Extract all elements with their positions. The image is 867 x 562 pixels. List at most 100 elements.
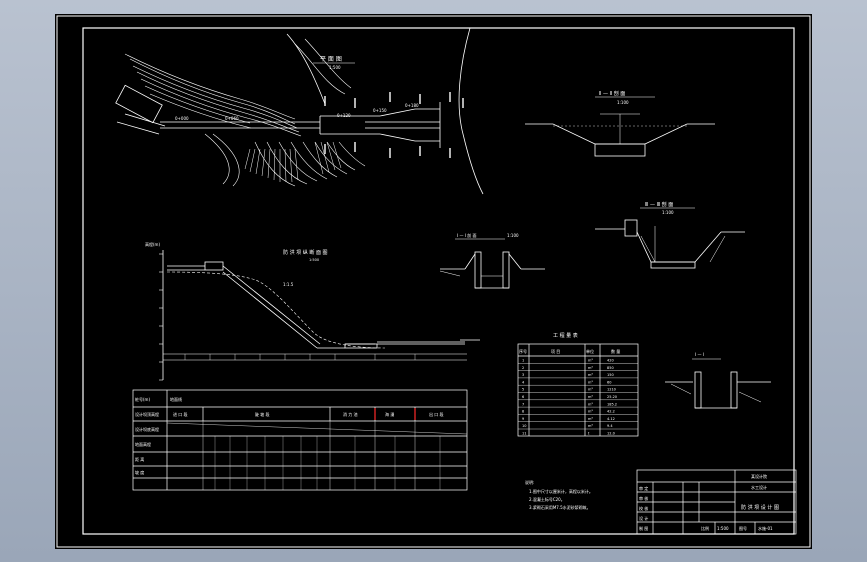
title-block-sheet-label: 图号 bbox=[739, 525, 747, 531]
profile-elev-axis-label: 高程(m) bbox=[145, 241, 160, 247]
plan-view: 0+120 0+150 0+180 0+000 0+060 平 面 图 1:500 bbox=[115, 27, 484, 195]
qt-header-qty: 数 量 bbox=[611, 348, 620, 354]
section-i-small bbox=[665, 358, 771, 409]
title-block-org-2: 水工设计 bbox=[751, 484, 767, 490]
profile-row-1: 桩号(m) bbox=[135, 396, 150, 402]
notes: 说明: 1.图中尺寸以厘米计，高程以米计。 2.混凝土标号C20。 3.浆砌石采… bbox=[525, 479, 593, 510]
qt-header-unit: 单位 bbox=[586, 348, 594, 354]
qt-row-value: 1210 bbox=[607, 388, 616, 392]
qt-row-no: 11 bbox=[522, 432, 526, 436]
plan-view-scale: 1:500 bbox=[329, 65, 341, 70]
segment-3: 消 力 池 bbox=[343, 411, 358, 417]
title-block-scale-label: 比例 bbox=[701, 525, 709, 531]
section-iii-scale: 1:100 bbox=[662, 210, 674, 215]
title-block-row-5: 制 图 bbox=[639, 525, 648, 531]
drawing-sheet[interactable]: 0+120 0+150 0+180 0+000 0+060 平 面 图 1:500 bbox=[55, 14, 812, 549]
title-block-row-4: 设 计 bbox=[639, 515, 648, 521]
profile-row-4: 地面高程 bbox=[135, 441, 151, 447]
segment-5: 出 口 段 bbox=[429, 411, 444, 417]
inner-frame bbox=[82, 27, 795, 535]
title-block-row-1: 审 定 bbox=[639, 485, 648, 491]
title-block-scale-value: 1:500 bbox=[717, 526, 729, 531]
profile-scale: 1:500 bbox=[309, 258, 319, 262]
qt-row-unit: m³ bbox=[588, 388, 593, 392]
qt-row-no: 10 bbox=[522, 424, 526, 428]
title-block-sheet-value: 水施-01 bbox=[758, 525, 773, 531]
profile-table bbox=[132, 389, 468, 491]
section-i-title: Ⅰ — Ⅰ 剖 面 bbox=[457, 232, 476, 238]
qt-row-value: 60 bbox=[607, 380, 611, 384]
notes-line-1: 1.图中尺寸以厘米计，高程以米计。 bbox=[529, 488, 593, 494]
section-ii-scale: 1:100 bbox=[617, 100, 629, 105]
qt-row-unit: m³ bbox=[588, 410, 593, 414]
qt-row-value: 12.0 bbox=[607, 432, 615, 436]
qt-row-no: 2 bbox=[522, 366, 524, 370]
quantity-table-rows: 1 m³ 420 2 m³ 850 3 m³ 150 4 m³ 60 5 m³ 1210 6 m³ 25.20 7 m… bbox=[522, 359, 617, 436]
svg-text:0+120: 0+120 bbox=[337, 113, 351, 118]
qt-row-unit: t bbox=[588, 432, 590, 436]
qt-row-unit: m³ bbox=[588, 366, 593, 370]
profile-row-5: 距 离 bbox=[135, 456, 144, 462]
outer-frame bbox=[56, 15, 811, 548]
qt-row-no: 7 bbox=[522, 402, 524, 406]
svg-text:0+180: 0+180 bbox=[405, 103, 419, 108]
qt-row-value: 25.20 bbox=[607, 395, 617, 399]
notes-title: 说明: bbox=[525, 479, 534, 485]
qt-row-unit: m³ bbox=[588, 417, 593, 421]
profile-row-2: 设计坝顶高程 bbox=[135, 411, 159, 417]
section-i-small-title: Ⅰ — Ⅰ bbox=[695, 352, 704, 357]
qt-row-unit: m³ bbox=[588, 402, 593, 406]
qt-row-value: 185.2 bbox=[607, 402, 617, 406]
qt-row-no: 8 bbox=[522, 410, 524, 414]
qt-row-no: 9 bbox=[522, 417, 524, 421]
qt-row-no: 3 bbox=[522, 373, 524, 377]
qt-row-value: 4.12 bbox=[607, 417, 615, 421]
title-block-drawing-title: 防 洪 坝 设 计 图 bbox=[741, 504, 779, 511]
profile-header-top: 地面线 bbox=[170, 396, 182, 402]
title-block-row-3: 校 核 bbox=[639, 505, 648, 511]
section-ii bbox=[525, 96, 715, 157]
qt-row-unit: m³ bbox=[588, 380, 593, 384]
notes-line-2: 2.混凝土标号C20。 bbox=[529, 496, 565, 502]
profile-view bbox=[159, 250, 480, 381]
quantity-table-title: 工 程 量 表 bbox=[553, 332, 578, 339]
segment-2: 陡 坡 段 bbox=[255, 411, 270, 417]
qt-row-unit: m³ bbox=[588, 424, 593, 428]
profile-row-6: 坡 度 bbox=[135, 469, 144, 475]
svg-text:0+060: 0+060 bbox=[225, 116, 239, 121]
quantity-table bbox=[517, 343, 639, 437]
section-iii bbox=[595, 207, 745, 269]
svg-text:0+000: 0+000 bbox=[175, 116, 189, 121]
qt-row-no: 6 bbox=[522, 395, 524, 399]
qt-row-value: 420 bbox=[607, 359, 614, 363]
qt-row-value: 9.4 bbox=[607, 424, 613, 428]
title-block bbox=[636, 469, 797, 535]
section-i-scale: 1:100 bbox=[507, 233, 519, 238]
profile-row-3: 设计坝底高程 bbox=[135, 426, 159, 432]
qt-row-no: 5 bbox=[522, 388, 524, 392]
segment-1: 进 口 段 bbox=[173, 411, 188, 417]
qt-row-no: 1 bbox=[522, 359, 524, 363]
svg-text:0+150: 0+150 bbox=[373, 108, 387, 113]
qt-header-no: 序号 bbox=[519, 348, 527, 354]
title-block-row-2: 审 核 bbox=[639, 495, 648, 501]
plan-view-title: 平 面 图 bbox=[320, 56, 342, 63]
cad-drawing[interactable]: 0+120 0+150 0+180 0+000 0+060 平 面 图 1:500 bbox=[55, 14, 812, 549]
qt-row-unit: m³ bbox=[588, 359, 593, 363]
qt-row-value: 850 bbox=[607, 366, 614, 370]
qt-row-value: 42.2 bbox=[607, 410, 615, 414]
segment-4: 海 漫 bbox=[385, 411, 394, 417]
profile-title: 防 洪 坝 纵 断 面 图 bbox=[283, 249, 328, 256]
section-i bbox=[439, 238, 545, 289]
qt-row-unit: m³ bbox=[588, 373, 593, 377]
qt-row-no: 4 bbox=[522, 380, 525, 384]
profile-slope-label: 1:1.5 bbox=[283, 282, 294, 287]
qt-row-unit: m³ bbox=[588, 395, 593, 399]
qt-header-item: 项 目 bbox=[551, 348, 560, 354]
title-block-org-1: 某设计院 bbox=[751, 473, 767, 479]
section-ii-title: Ⅱ — Ⅱ 剖 面 bbox=[599, 90, 625, 97]
notes-line-3: 3.浆砌石采用M7.5水泥砂浆砌筑。 bbox=[529, 504, 591, 510]
qt-row-value: 150 bbox=[607, 373, 614, 377]
section-iii-title: Ⅲ — Ⅲ 剖 面 bbox=[645, 201, 673, 208]
